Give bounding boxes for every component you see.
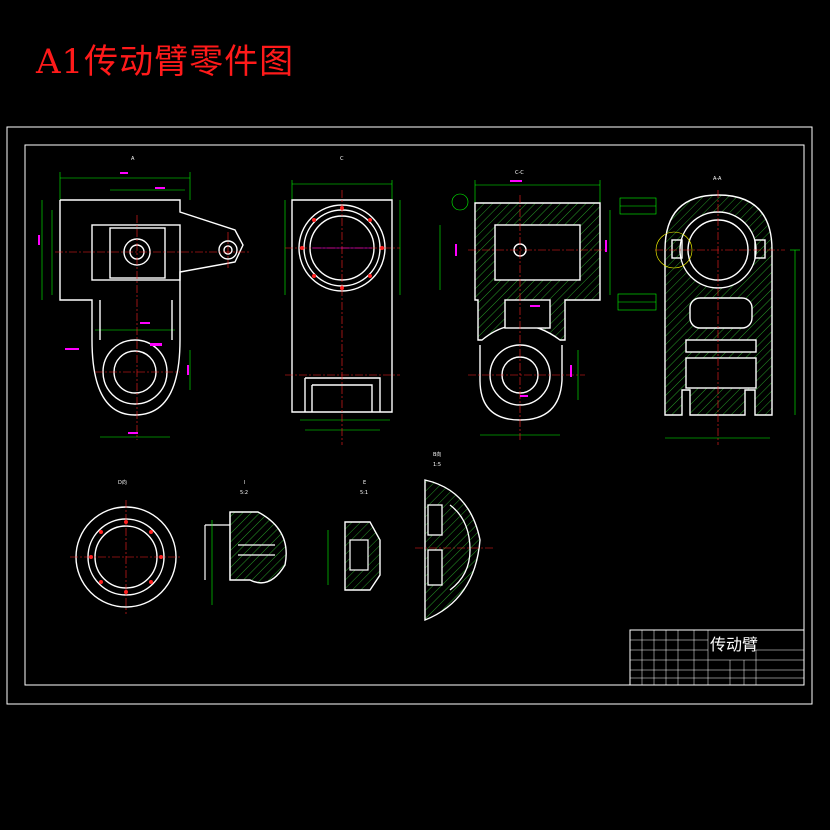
side-view-label: C — [340, 156, 344, 162]
title-block-part-name: 传动臂 — [710, 635, 758, 654]
detail-e-outline — [349, 539, 369, 571]
side-centerlines — [285, 190, 400, 445]
detail-i-body — [229, 511, 287, 584]
detail-i-view: I 5:2 — [204, 480, 287, 605]
front-annotations — [38, 172, 189, 434]
section-cc-view: C-C — [439, 170, 657, 440]
section-cc-label: C-C — [515, 170, 524, 176]
detail-i-outline — [204, 512, 275, 580]
section-aa-view: A-A — [655, 176, 800, 445]
section-cc-centerlines — [468, 195, 605, 440]
detail-e-view: E 5:1 — [327, 480, 381, 591]
detail-e-scale: 5:1 — [360, 490, 368, 496]
front-view-label: A — [131, 156, 135, 162]
detail-b-view: B向 1:5 — [415, 451, 495, 622]
detail-d-label: D向 — [118, 479, 127, 486]
page-title: A1传动臂零件图 — [36, 42, 295, 82]
outer-frame — [6, 126, 813, 705]
title-block-frame — [629, 629, 805, 686]
detail-i-label: I — [244, 480, 245, 486]
section-aa-centerlines — [655, 190, 785, 445]
inner-frame — [24, 144, 805, 686]
side-bolt-holes — [300, 206, 384, 290]
detail-e-label: E — [363, 480, 366, 486]
title-block-grid — [630, 630, 804, 685]
front-dimensions — [41, 172, 191, 438]
section-cc-cavities — [494, 224, 581, 329]
side-view: C — [284, 156, 401, 445]
detail-d-centerlines — [70, 500, 182, 614]
side-dimensions — [284, 180, 401, 431]
front-outline — [59, 199, 244, 416]
detail-callout-circle — [655, 231, 693, 269]
section-cc-annotations — [455, 180, 607, 397]
detail-d-view: D向 — [70, 479, 182, 614]
title-block: 传动臂 — [629, 629, 805, 686]
front-view: A — [38, 156, 250, 440]
detail-i-scale: 5:2 — [240, 490, 248, 496]
detail-b-outline — [427, 504, 471, 591]
section-aa-dimensions — [665, 249, 800, 439]
front-centerlines — [55, 215, 250, 440]
detail-b-label: B向 — [433, 451, 441, 458]
section-aa-label: A-A — [713, 176, 722, 182]
detail-b-scale: 1:5 — [433, 462, 441, 468]
